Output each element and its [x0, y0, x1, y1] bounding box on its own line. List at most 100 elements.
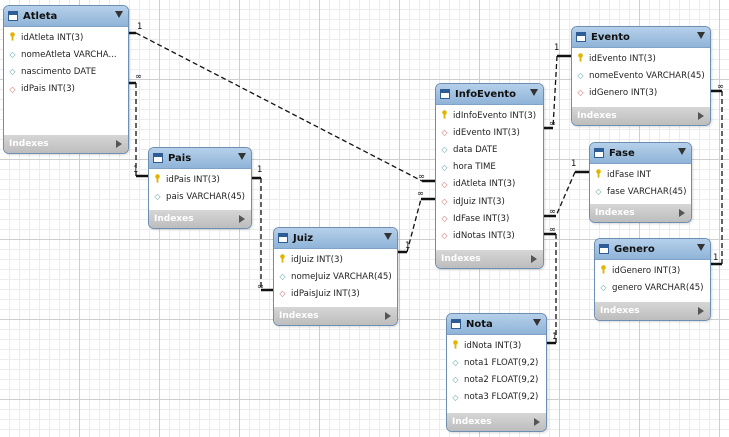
expand-arrow-icon[interactable]	[116, 140, 122, 148]
column-row[interactable]: ◇idJuiz INT(3)	[436, 193, 543, 210]
table-icon	[440, 89, 450, 99]
column-row[interactable]: ◇nota1 FLOAT(9,2)	[447, 354, 546, 371]
table-header[interactable]: Atleta	[4, 6, 128, 27]
column-row[interactable]: ◇genero VARCHAR(45)	[595, 279, 710, 296]
column-row[interactable]: ◇fase VARCHAR(45)	[590, 183, 691, 200]
collapse-arrow-icon[interactable]	[533, 319, 541, 326]
table-header[interactable]: InfoEvento	[436, 84, 543, 105]
column-label: idPais INT(3)	[166, 174, 220, 185]
column-row[interactable]: idFase INT	[590, 166, 691, 183]
expand-arrow-icon[interactable]	[698, 112, 704, 120]
cardinality-many-marker: ∞	[135, 72, 143, 82]
cardinality-one-marker: 1	[257, 165, 263, 175]
table-juiz[interactable]: Juiz idJuiz INT(3)◇nomeJuiz VARCHAR(45)◇i…	[273, 227, 398, 326]
column-label: nascimento DATE	[21, 66, 97, 77]
indexes-footer[interactable]: Indexes	[447, 413, 546, 431]
collapse-arrow-icon[interactable]	[384, 233, 392, 240]
collapse-arrow-icon[interactable]	[530, 89, 538, 96]
indexes-label: Indexes	[452, 417, 492, 427]
table-header[interactable]: Pais	[149, 148, 251, 169]
table-header[interactable]: Evento	[572, 27, 710, 48]
indexes-footer[interactable]: Indexes	[274, 307, 397, 325]
table-evento[interactable]: Evento idEvento INT(3) ◇ nomeEvento VARCHAR…	[571, 26, 711, 126]
column-row[interactable]: ◇idAtleta INT(3)	[436, 176, 543, 193]
column-row[interactable]: ◇idEvento INT(3)	[436, 124, 543, 141]
column-row[interactable]: idInfoEvento INT(3)	[436, 107, 543, 124]
table-genero[interactable]: Genero idGenero INT(3)◇genero VARCHAR(45)…	[594, 238, 711, 321]
relationship-line[interactable]	[555, 171, 576, 217]
attribute-icon: ◇	[452, 375, 459, 385]
primary-key-icon	[278, 253, 287, 266]
expand-arrow-icon[interactable]	[531, 255, 537, 263]
column-row[interactable]: ◇idNotas INT(3)	[436, 227, 543, 244]
column-row[interactable]: ◇ nota2 FLOAT(9,2)	[447, 371, 546, 388]
foreign-key-icon: ◇	[441, 197, 448, 207]
column-row[interactable]: ◇pais VARCHAR(45)	[149, 188, 251, 205]
column-row[interactable]: ◇ nomeEvento VARCHAR(45)	[572, 67, 710, 84]
column-row[interactable]: ◇idPais INT(3)	[4, 81, 128, 98]
column-row[interactable]: ◇idGenero INT(3)	[572, 84, 710, 101]
collapse-arrow-icon[interactable]	[238, 153, 246, 160]
expand-arrow-icon[interactable]	[239, 215, 245, 223]
table-icon	[278, 233, 288, 243]
primary-key-icon	[153, 173, 162, 186]
cardinality-many-marker: ∞	[549, 225, 557, 235]
column-row[interactable]: idGenero INT(3)	[595, 262, 710, 279]
cardinality-many-marker: ∞	[549, 207, 557, 217]
table-icon	[8, 11, 18, 21]
column-row[interactable]: ◇IdFase INT(3)	[436, 210, 543, 227]
column-label: nomeEvento VARCHAR(45)	[589, 70, 705, 81]
column-label: idEvento INT(3)	[453, 127, 520, 138]
column-row[interactable]: ◇nota3 FLOAT(9,2)	[447, 389, 546, 406]
table-icon	[599, 244, 609, 254]
collapse-arrow-icon[interactable]	[697, 32, 705, 39]
column-row[interactable]: idAtleta INT(3)	[4, 29, 128, 46]
attribute-icon: ◇	[154, 192, 161, 202]
column-row[interactable]: ◇ nascimento DATE	[4, 63, 128, 80]
expand-arrow-icon[interactable]	[385, 312, 391, 320]
table-header[interactable]: Fase	[590, 143, 691, 164]
table-nota[interactable]: Nota idNota INT(3)◇nota1 FLOAT(9,2) ◇ nota2…	[446, 313, 547, 432]
attribute-icon: ◇	[577, 71, 584, 81]
indexes-footer[interactable]: Indexes	[590, 204, 691, 222]
column-label: nota2 FLOAT(9,2)	[464, 374, 539, 385]
expand-arrow-icon[interactable]	[679, 209, 685, 217]
table-header[interactable]: Nota	[447, 314, 546, 335]
column-row[interactable]: ◇data DATE	[436, 141, 543, 158]
foreign-key-icon: ◇	[441, 179, 448, 189]
relationship-line[interactable]	[552, 55, 558, 129]
column-row[interactable]: idNota INT(3)	[447, 337, 546, 354]
column-row[interactable]: idJuiz INT(3)	[274, 251, 397, 268]
collapse-arrow-icon[interactable]	[678, 148, 686, 155]
column-row[interactable]: ◇hora TIME	[436, 159, 543, 176]
table-icon	[594, 148, 604, 158]
collapse-arrow-icon[interactable]	[115, 11, 123, 18]
column-row[interactable]: idPais INT(3)	[149, 171, 251, 188]
primary-key-icon	[594, 168, 603, 181]
attribute-icon: ◇	[9, 67, 16, 77]
column-row[interactable]: ◇nomeJuiz VARCHAR(45)	[274, 268, 397, 285]
table-fase[interactable]: Fase idFase INT◇fase VARCHAR(45) Indexes	[589, 142, 692, 223]
expand-arrow-icon[interactable]	[534, 418, 540, 426]
table-pais[interactable]: Pais idPais INT(3) ◇pais VARCHAR(45) Indexe…	[148, 147, 252, 229]
indexes-footer[interactable]: Indexes	[436, 250, 543, 268]
column-row[interactable]: idEvento INT(3)	[572, 50, 710, 67]
indexes-footer[interactable]: Indexes	[572, 107, 710, 125]
indexes-footer[interactable]: Indexes	[149, 210, 251, 228]
indexes-footer[interactable]: Indexes	[595, 302, 710, 320]
table-name: InfoEvento	[455, 88, 516, 100]
table-header[interactable]: Juiz	[274, 228, 397, 249]
indexes-footer[interactable]: Indexes	[4, 135, 128, 153]
column-list: idNota INT(3)◇nota1 FLOAT(9,2) ◇ nota2 FLO…	[447, 335, 546, 410]
column-list: idAtleta INT(3)◇nomeAtleta VARCHA... ◇ nas…	[4, 27, 128, 102]
collapse-arrow-icon[interactable]	[697, 244, 705, 251]
expand-arrow-icon[interactable]	[698, 307, 704, 315]
foreign-key-icon: ◇	[441, 231, 448, 241]
table-atleta[interactable]: Atleta idAtleta INT(3)◇nomeAtleta VARCHA.…	[3, 5, 129, 154]
column-row[interactable]: ◇idPaisJuiz INT(3)	[274, 285, 397, 302]
foreign-key-icon: ◇	[577, 88, 584, 98]
table-header[interactable]: Genero	[595, 239, 710, 260]
column-row[interactable]: ◇nomeAtleta VARCHA...	[4, 46, 128, 63]
